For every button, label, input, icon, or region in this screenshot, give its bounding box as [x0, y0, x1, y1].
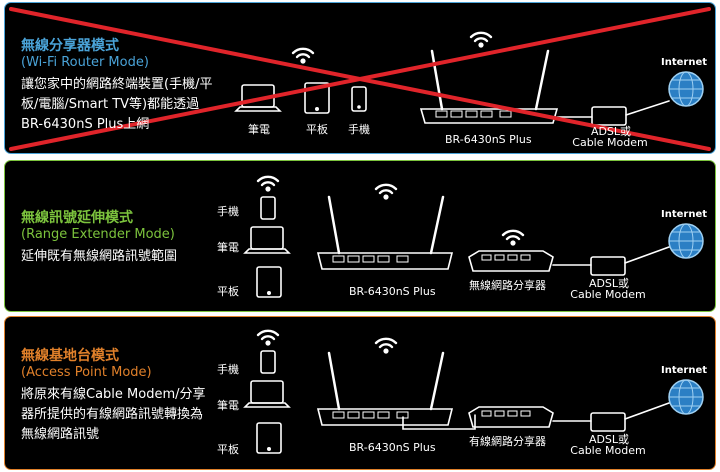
mode-title: 無線基地台模式 [21, 348, 119, 364]
globe-icon [668, 379, 704, 415]
phone-icon [260, 350, 276, 374]
phone-icon [351, 86, 367, 112]
range-extender-panel: 無線訊號延伸模式 (Range Extender Mode) 延伸既有無線網路訊… [4, 160, 716, 312]
internet-label: Internet [661, 365, 708, 376]
mode-subtitle: (Access Point Mode) [21, 365, 152, 380]
modem-icon [590, 412, 626, 432]
crossed-out-mark [9, 7, 711, 151]
wifi-icon [256, 175, 280, 192]
globe-icon [668, 71, 704, 107]
device-label-laptop: 筆電 [248, 123, 270, 136]
router-icon [316, 195, 454, 270]
range-extender-diagram [243, 175, 704, 298]
wifi-icon [374, 183, 398, 200]
device-label-phone: 手機 [217, 363, 239, 376]
device-label-phone: 手機 [348, 123, 370, 136]
modem-label-line2: Cable Modem [570, 444, 646, 457]
access-point-panel: 無線基地台模式 (Access Point Mode) 將原來有線Cable M… [4, 316, 716, 470]
wifi-icon [501, 229, 525, 246]
phone-icon [260, 196, 276, 220]
device-label-laptop: 筆電 [217, 399, 239, 412]
laptop-icon [243, 380, 291, 408]
internet-label: Internet [661, 57, 708, 68]
modem-label-line1: ADSL或 [588, 433, 630, 446]
modem-icon [591, 106, 627, 126]
sharer-icon [468, 406, 554, 428]
mode-subtitle: (Wi-Fi Router Mode) [21, 55, 149, 70]
mode-description: 延伸既有無線網路訊號範圍 [21, 249, 178, 264]
tablet-icon [256, 422, 282, 454]
mode-title: 無線分享器模式 [21, 38, 119, 54]
tablet-icon [256, 266, 282, 298]
mode-subtitle: (Range Extender Mode) [21, 227, 175, 242]
router-icon [316, 351, 454, 426]
device-label-phone: 手機 [217, 205, 239, 218]
device-label-tablet: 平板 [217, 443, 239, 456]
modem-label-line2: Cable Modem [570, 288, 646, 301]
internet-label: Internet [661, 209, 708, 220]
laptop-icon [243, 226, 291, 254]
tablet-icon [304, 82, 330, 114]
wifi-icon [256, 329, 280, 346]
sharer-label: 有線網路分享器 [469, 435, 546, 448]
modem-label-line1: ADSL或 [590, 125, 632, 138]
device-label-tablet: 平板 [306, 123, 328, 136]
device-label-laptop: 筆電 [217, 241, 239, 254]
wifi-icon [291, 47, 315, 64]
mode-description: 將原來有線Cable Modem/分享器所提供的有線網路訊號轉換為無線網路訊號 [21, 387, 206, 442]
router-label: BR-6430nS Plus [349, 441, 436, 454]
router-label: BR-6430nS Plus [349, 285, 436, 298]
router-mode-panel: 無線分享器模式 (Wi-Fi Router Mode) 讓您家中的網路終端裝置(… [4, 2, 716, 154]
access-point-diagram [243, 329, 704, 454]
modem-label-line1: ADSL或 [588, 277, 630, 290]
router-label: BR-6430nS Plus [445, 133, 532, 146]
wifi-icon [469, 31, 493, 48]
router-mode-diagram [9, 7, 711, 151]
mode-description: 讓您家中的網路終端裝置(手機/平板/電腦/Smart TV等)都能透過BR-64… [21, 77, 213, 132]
sharer-label: 無線網路分享器 [469, 279, 546, 292]
globe-icon [668, 223, 704, 259]
modem-icon [590, 256, 626, 276]
sharer-icon [468, 250, 554, 272]
device-label-tablet: 平板 [217, 285, 239, 298]
mode-title: 無線訊號延伸模式 [21, 210, 133, 226]
wifi-icon [374, 337, 398, 354]
modem-label-line2: Cable Modem [572, 136, 648, 149]
